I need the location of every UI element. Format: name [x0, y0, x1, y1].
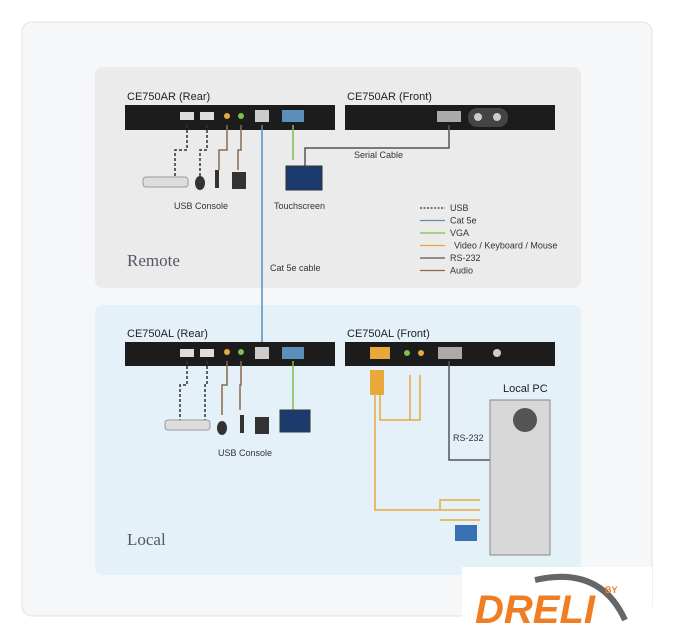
legend-label: RS-232	[450, 253, 481, 263]
local-usb-console-label: USB Console	[218, 448, 272, 458]
microphone-icon	[240, 415, 244, 433]
legend-label: Cat 5e	[450, 216, 477, 226]
remote-usb-console-label: USB Console	[174, 201, 228, 211]
monitor-icon	[279, 409, 311, 433]
cat5e-cable-label: Cat 5e cable	[270, 263, 321, 273]
remote-label: Remote	[127, 251, 180, 270]
touchscreen-icon	[285, 165, 323, 191]
legend-label: VGA	[450, 228, 469, 238]
vga-connector-icon	[455, 525, 477, 541]
local-front-title: CE750AL (Front)	[347, 328, 430, 340]
legend-label: Audio	[450, 266, 473, 276]
mouse-icon	[217, 421, 227, 435]
legend-label: USB	[450, 203, 469, 213]
speaker-icon	[232, 172, 246, 189]
touchscreen-label: Touchscreen	[274, 201, 325, 211]
rs232-label: RS-232	[453, 433, 484, 443]
keyboard-icon	[142, 176, 189, 188]
kvm-cable-icon	[370, 370, 384, 395]
local-pc-label: Local PC	[503, 383, 548, 395]
keyboard-icon	[164, 419, 211, 431]
legend-label: Video / Keyboard / Mouse	[454, 241, 557, 251]
local-rear-title: CE750AL (Rear)	[127, 328, 208, 340]
local-panel	[95, 305, 581, 575]
local-label: Local	[127, 530, 166, 549]
remote-rear-title: CE750AR (Rear)	[127, 91, 210, 103]
legend: USB Cat 5e VGA Video / Keyboard / MouseRS-2…	[420, 203, 557, 276]
remote-front-title: CE750AR (Front)	[347, 91, 432, 103]
serial-cable-label: Serial Cable	[354, 150, 403, 160]
speaker-icon	[255, 417, 269, 434]
mouse-icon	[195, 176, 205, 190]
dreli-logo: DRELI	[475, 588, 596, 632]
logo-by: BY	[605, 585, 618, 595]
microphone-icon	[215, 170, 219, 188]
